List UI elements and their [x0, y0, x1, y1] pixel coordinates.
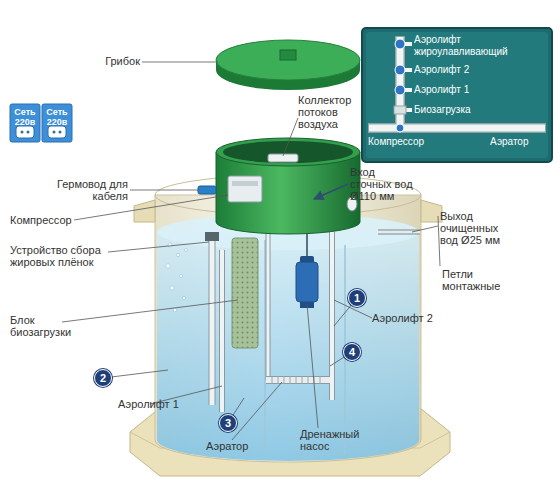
- callout-number: 3: [225, 418, 231, 429]
- part-label: Вход сточных вод Ø110 мм: [350, 166, 416, 202]
- mounting-lug: [134, 200, 155, 222]
- callout-circle: 3: [219, 414, 237, 432]
- socket-label: Сеть 220в: [42, 107, 72, 127]
- drain-pump: [296, 226, 318, 308]
- socket-label: Сеть 220в: [10, 107, 40, 127]
- part-label: Аэролифт 2: [372, 312, 452, 324]
- lid-top: [216, 40, 360, 80]
- inset-panel-art: [362, 28, 552, 162]
- tank-water: [157, 232, 419, 461]
- power-socket-box: Сеть 220в: [10, 104, 40, 142]
- part-label: Компрессор: [10, 214, 80, 226]
- part-label: Блок биозагрузки: [10, 314, 90, 338]
- internal-pipes: [205, 232, 332, 412]
- air-bubbles: [166, 243, 188, 312]
- part-label: Петли монтажные: [442, 268, 514, 292]
- inflow-arrow: [314, 184, 348, 199]
- neck-rim: [216, 138, 360, 166]
- part-label: Выход очищенных вод Ø25 мм: [440, 210, 512, 246]
- inset-part-label: Аэролифт жироулавливающий: [414, 34, 529, 58]
- part-label: Аэратор: [206, 440, 266, 452]
- mounting-lug: [421, 200, 442, 222]
- inset-part-label: Биозагрузка: [414, 104, 534, 116]
- part-label: Грибок: [80, 55, 140, 67]
- part-label: Аэролифт 1: [118, 398, 188, 410]
- part-label: Устройство сбора жировых плёнок: [10, 244, 110, 268]
- lid-vent: [280, 50, 296, 60]
- power-socket-box: Сеть 220в: [42, 104, 72, 142]
- callout-number: 1: [354, 293, 360, 304]
- part-label: Дренажный насос: [300, 428, 370, 452]
- part-label: Гермовод для кабеля: [48, 178, 128, 202]
- inset-part-label: Аэролифт 1: [414, 84, 534, 96]
- callout-circle: 4: [343, 343, 361, 361]
- inset-part-label: Аэролифт 2: [414, 64, 534, 76]
- socket-boxes: [10, 104, 72, 142]
- callout-circle: 1: [348, 289, 366, 307]
- compressor-unit: [228, 176, 262, 202]
- inset-part-label: Аэратор: [490, 136, 550, 148]
- bio-load-block: [232, 238, 258, 348]
- inset-panel: Аэролифт жироулавливающийАэролифт 2 Аэрол…: [362, 28, 552, 162]
- part-label: Коллектор потоков воздуха: [298, 94, 362, 130]
- callout-circle: 2: [94, 369, 112, 387]
- aerator: [266, 376, 330, 384]
- callout-number: 4: [349, 347, 355, 358]
- callout-number: 2: [100, 373, 106, 384]
- tank-body: [155, 195, 421, 462]
- cable-gland: [198, 186, 216, 194]
- leader-lines: [62, 62, 440, 440]
- inset-part-label: Компрессор: [368, 136, 468, 148]
- compressor-detail: [232, 181, 258, 186]
